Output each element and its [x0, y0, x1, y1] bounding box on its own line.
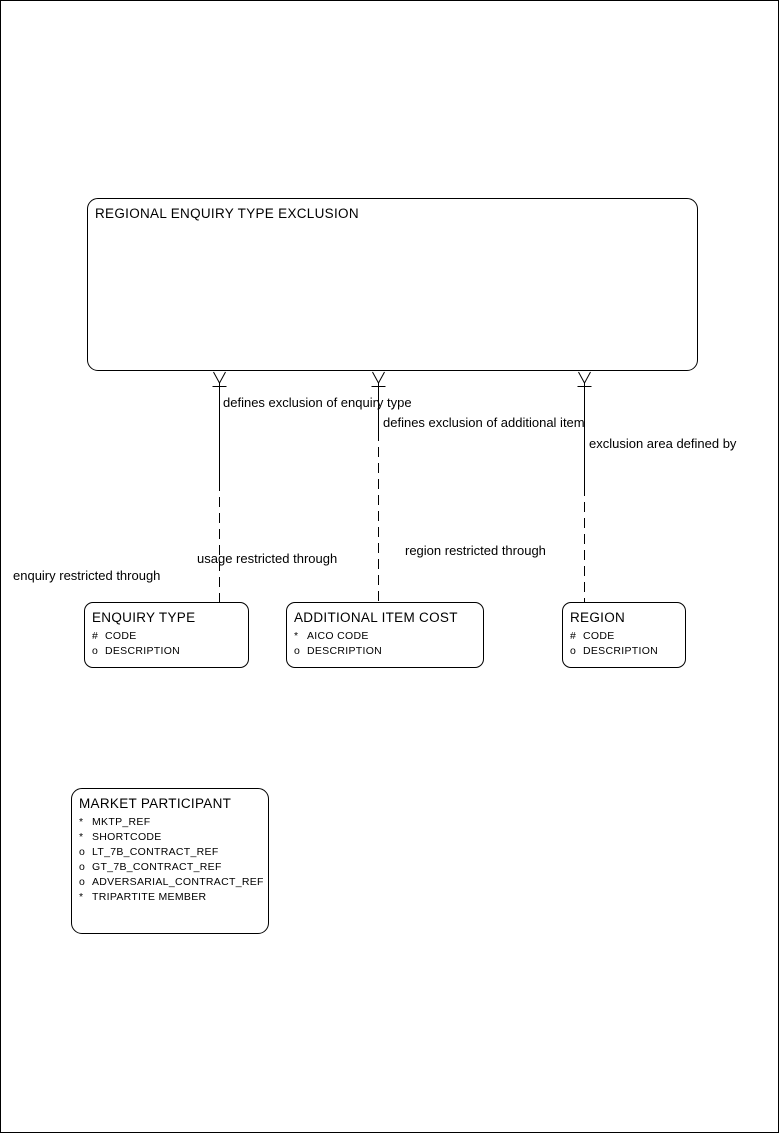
attribute-marker: *: [79, 891, 84, 903]
attribute-marker: #: [92, 630, 99, 642]
relationship-label-far-additional-item: usage restricted through: [197, 551, 338, 566]
attribute-marker: o: [79, 846, 86, 858]
entity-enquiry-type[interactable]: ENQUIRY TYPE # CODE o DESCRIPTION: [84, 602, 249, 668]
attribute-marker: o: [92, 645, 99, 657]
attribute-row: o LT_7B_CONTRACT_REF: [79, 845, 268, 860]
attribute-name: CODE: [583, 630, 615, 642]
entity-title: ENQUIRY TYPE: [92, 610, 196, 625]
entity-title: REGIONAL ENQUIRY TYPE EXCLUSION: [95, 206, 359, 221]
attribute-row: o DESCRIPTION: [570, 644, 685, 659]
entity-market-participant[interactable]: MARKET PARTICIPANT * MKTP_REF * SHORTCOD…: [71, 788, 269, 934]
attribute-list: * AICO CODE o DESCRIPTION: [287, 625, 483, 659]
attribute-row: * MKTP_REF: [79, 815, 268, 830]
entity-title: MARKET PARTICIPANT: [79, 796, 232, 811]
attribute-name: CODE: [105, 630, 137, 642]
entity-additional-item-cost[interactable]: ADDITIONAL ITEM COST * AICO CODE o DESCR…: [286, 602, 484, 668]
attribute-marker: o: [79, 876, 86, 888]
relationship-line-enquiry-type[interactable]: [212, 371, 227, 602]
relationship-label-near-enquiry-type: defines exclusion of enquiry type: [223, 395, 412, 410]
attribute-row: * TRIPARTITE MEMBER: [79, 890, 268, 905]
attribute-row: o GT_7B_CONTRACT_REF: [79, 860, 268, 875]
attribute-row: * SHORTCODE: [79, 830, 268, 845]
attribute-row: # CODE: [570, 629, 685, 644]
relationship-label-near-additional-item: defines exclusion of additional item: [383, 415, 585, 430]
attribute-marker: o: [570, 645, 577, 657]
attribute-name: DESCRIPTION: [105, 645, 181, 657]
entity-regional-enquiry-type-exclusion[interactable]: REGIONAL ENQUIRY TYPE EXCLUSION: [87, 198, 698, 371]
attribute-row: # CODE: [92, 629, 248, 644]
relationship-label-near-region: exclusion area defined by: [589, 436, 737, 451]
attribute-name: DESCRIPTION: [583, 645, 659, 657]
entity-title: ADDITIONAL ITEM COST: [294, 610, 458, 625]
relationship-label-far-enquiry-type: enquiry restricted through: [13, 568, 161, 583]
attribute-row: * AICO CODE: [294, 629, 483, 644]
attribute-name: GT_7B_CONTRACT_REF: [92, 861, 222, 873]
relationship-line-region[interactable]: [577, 371, 592, 602]
attribute-name: ADVERSARIAL_CONTRACT_REF: [92, 876, 264, 888]
attribute-row: o DESCRIPTION: [294, 644, 483, 659]
attribute-marker: *: [294, 630, 299, 642]
entity-title: REGION: [570, 610, 626, 625]
attribute-list: * MKTP_REF * SHORTCODE o LT_7B_CONTRACT_…: [72, 811, 268, 905]
attribute-name: MKTP_REF: [92, 816, 151, 828]
attribute-name: SHORTCODE: [92, 831, 162, 843]
attribute-marker: o: [294, 645, 301, 657]
attribute-name: TRIPARTITE MEMBER: [92, 891, 207, 903]
attribute-marker: o: [79, 861, 86, 873]
relationship-label-far-region: region restricted through: [405, 543, 546, 558]
attribute-row: o DESCRIPTION: [92, 644, 248, 659]
entity-region[interactable]: REGION # CODE o DESCRIPTION: [562, 602, 686, 668]
relationship-line-additional-item-cost[interactable]: [371, 371, 386, 602]
attribute-row: o ADVERSARIAL_CONTRACT_REF: [79, 875, 268, 890]
attribute-name: AICO CODE: [307, 630, 369, 642]
attribute-name: DESCRIPTION: [307, 645, 383, 657]
attribute-list: # CODE o DESCRIPTION: [85, 625, 248, 659]
attribute-marker: *: [79, 816, 84, 828]
attribute-name: LT_7B_CONTRACT_REF: [92, 846, 219, 858]
attribute-list: # CODE o DESCRIPTION: [563, 625, 685, 659]
attribute-marker: #: [570, 630, 577, 642]
attribute-marker: *: [79, 831, 84, 843]
